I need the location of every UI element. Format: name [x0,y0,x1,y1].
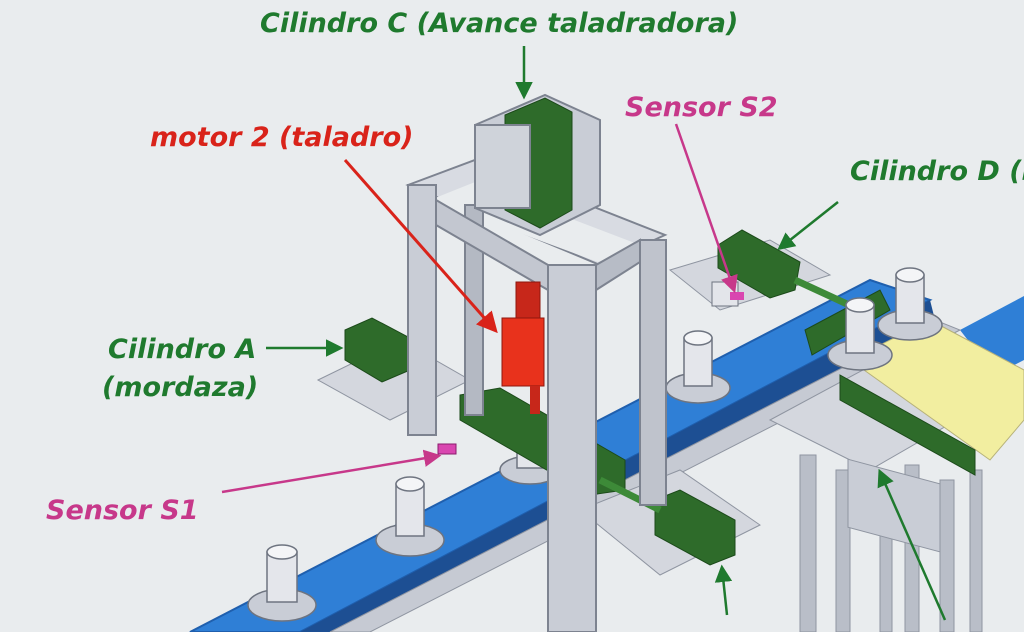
label-sensor-s1: Sensor S1 [46,495,199,526]
label-mordaza: (mordaza) [102,372,259,403]
label-motor-2: motor 2 (taladro) [150,122,414,153]
peg-1 [247,544,317,622]
peg-2 [375,476,445,557]
workpieces [247,267,943,622]
arrow-motor2 [343,159,498,334]
peg-4 [827,297,893,371]
arrow-cilindro-d [777,201,839,251]
arrow-sensor-s1 [221,449,442,494]
arrow-right-cylinder [877,468,947,621]
cylinder-b [654,489,736,566]
cylinder-c [474,93,601,237]
cylinder-d [717,229,801,299]
peg-5 [877,267,943,341]
label-cilindro-c: Cilindro C (Avance taladradora) [260,8,739,39]
cylinder-pusher-bar [839,374,976,476]
motor-2-drill [501,281,545,414]
label-cilindro-d: Cilindro D (l [850,156,1024,187]
arrow-sensor-s2 [674,123,738,294]
arrow-cylinder-b [714,564,733,616]
label-sensor-s2: Sensor S2 [625,92,778,123]
right-conveyor-belt [960,296,1024,375]
sensor-s2 [730,292,744,300]
peg-3 [665,330,731,404]
sensor-s1 [437,443,457,455]
label-cilindro-a: Cilindro A [108,334,257,365]
